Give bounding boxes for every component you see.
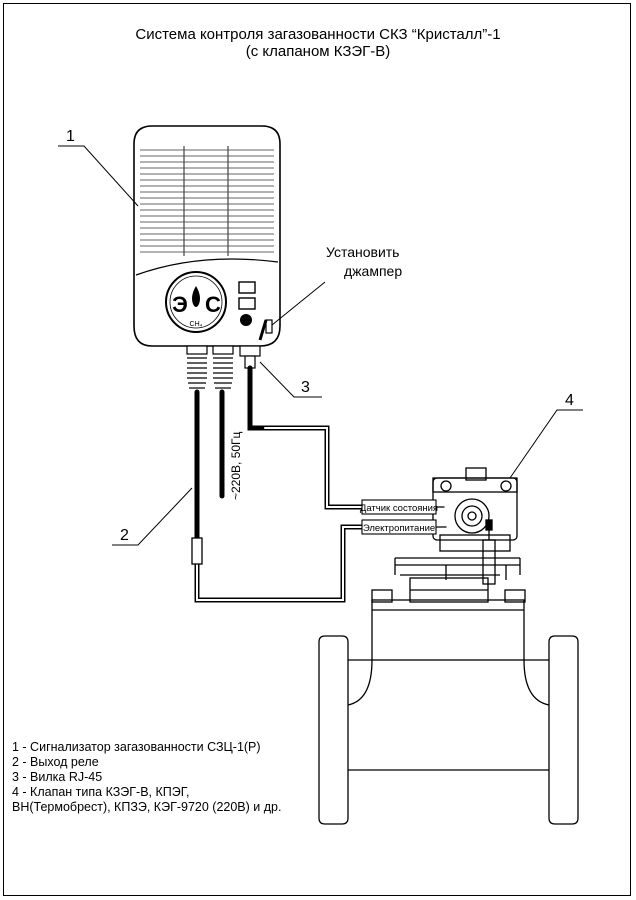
legend-item-4: 4 - Клапан типа КЗЭГ-В, КПЭГ, (12, 785, 190, 799)
page-frame (3, 3, 631, 896)
callout-1: 1 (66, 128, 75, 145)
valve-label-boxes: Датчик состояния Электропитание (360, 499, 438, 535)
title-line-1: Система контроля загазованности СКЗ “Кри… (135, 26, 501, 43)
cables (191, 365, 447, 603)
callout-lines (58, 145, 583, 546)
detector-grille (140, 149, 274, 253)
cable-glands (186, 345, 261, 369)
jumper-note-line-1: Установить (326, 244, 399, 260)
callout-3: 3 (301, 379, 310, 396)
logo-letter-right: С (205, 292, 221, 317)
detector-logo: Э С CH₄ (165, 271, 227, 333)
legend-item-1: 1 - Сигнализатор загазованности СЗЦ-1(Р) (12, 740, 261, 754)
gas-label: CH₄ (190, 321, 203, 328)
legend-item-2: 2 - Выход реле (12, 755, 99, 769)
pipe-flanges (318, 574, 579, 825)
legend: 1 - Сигнализатор загазованности СЗЦ-1(Р)… (12, 740, 281, 815)
gas-detector: Э С CH₄ (133, 125, 281, 347)
logo-letter-left: Э (172, 292, 188, 317)
legend-item-4-cont: ВН(Термобрест), КПЗЭ, КЭГ-9720 (220В) и … (12, 800, 282, 814)
title-line-2: (с клапаном КЗЭГ-В) (245, 43, 391, 60)
legend-item-3: 3 - Вилка RJ-45 (12, 770, 103, 784)
power-supply-label: Электропитание (363, 523, 435, 534)
callout-2: 2 (120, 527, 129, 544)
power-cable-label: ~220В, 50Гц (229, 431, 243, 500)
jumper-note-line-2: джампер (344, 263, 402, 279)
jumper-port (265, 319, 273, 334)
callout-4: 4 (565, 392, 574, 409)
state-sensor-label: Датчик состояния (360, 503, 438, 514)
jumper (258, 319, 268, 341)
flame-icon (192, 286, 200, 307)
diagram-title: Система контроля загазованности СКЗ “Кри… (0, 26, 636, 60)
